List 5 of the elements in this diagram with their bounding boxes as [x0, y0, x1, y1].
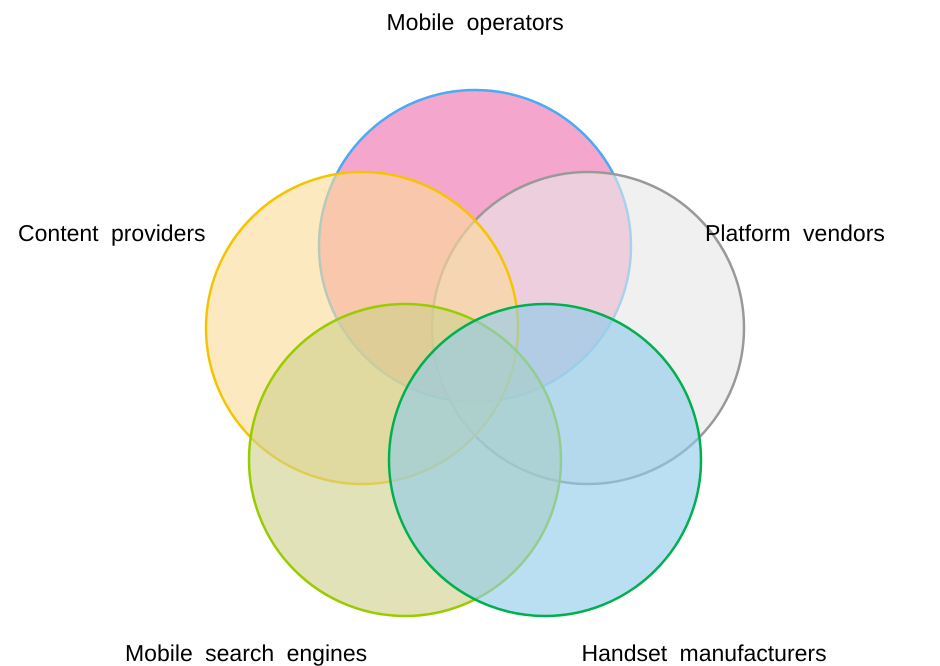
set-label: Mobile search engines [125, 639, 368, 666]
set-label: Platform vendors [705, 219, 885, 247]
set-label: Handset manufacturers [582, 639, 827, 666]
set-label: Content providers [18, 219, 206, 247]
set-label: Mobile operators [386, 8, 564, 36]
